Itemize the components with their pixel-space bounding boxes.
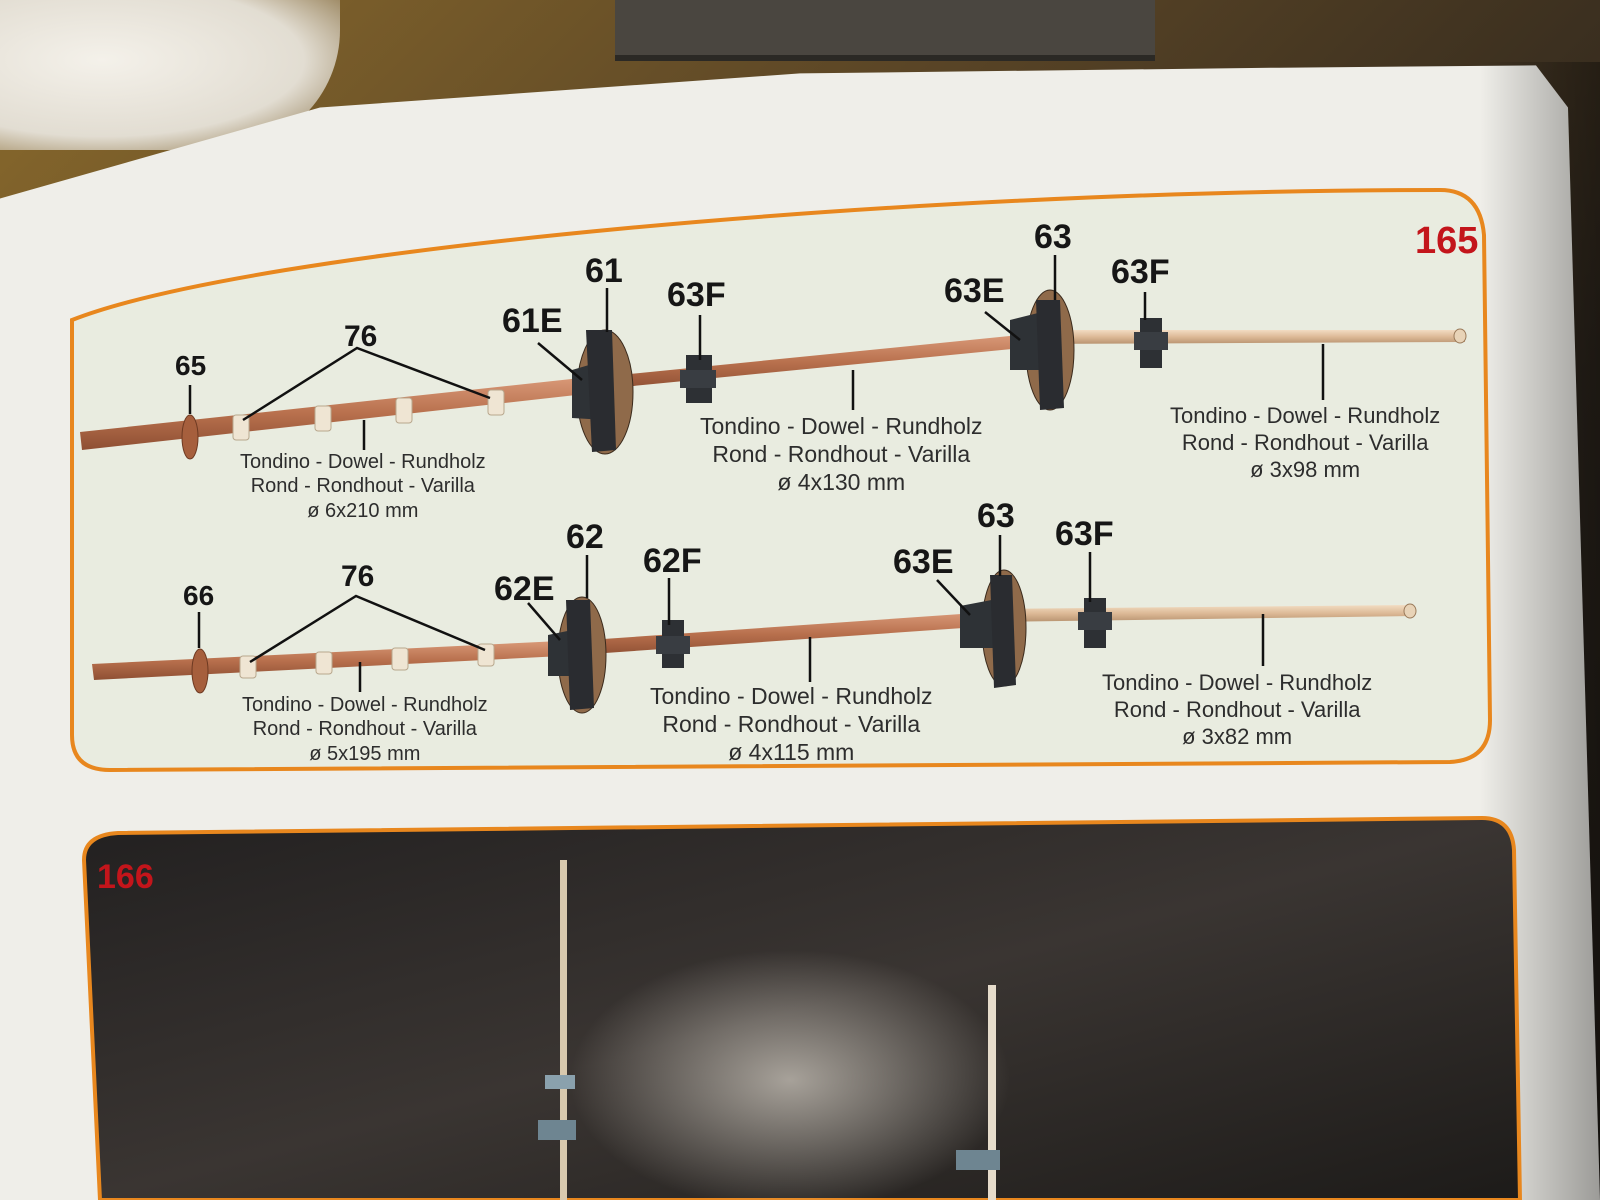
- caption-dowel-3x82: Tondino - Dowel - Rundholz Rond - Rondho…: [1102, 670, 1373, 749]
- label-63e: 63E: [944, 272, 1005, 310]
- background-device: [615, 0, 1155, 61]
- part-62-top: [548, 596, 607, 714]
- photo-glare: [570, 950, 1010, 1200]
- dowel-6x210: [80, 377, 594, 450]
- label-62: 62: [566, 518, 604, 556]
- band-76: [391, 647, 409, 671]
- part-63f-cap: [1134, 318, 1168, 368]
- photo-mast-left: [538, 860, 576, 1200]
- part-62f-cap: [656, 620, 690, 668]
- label-76: 76: [341, 560, 375, 593]
- label-76: 76: [344, 320, 378, 353]
- part-63f-cap: [680, 355, 716, 403]
- label-63: 63: [977, 497, 1015, 535]
- label-61e: 61E: [502, 302, 563, 340]
- photo-mast-right: [956, 985, 1000, 1200]
- band-76: [232, 414, 250, 441]
- step-number-165: 165: [1415, 220, 1479, 262]
- caption-dowel-6x210: Tondino - Dowel - Rundholz Rond - Rondho…: [240, 451, 486, 522]
- band-76: [314, 405, 332, 432]
- mast-1: [80, 255, 1467, 460]
- mast-2: [92, 535, 1417, 714]
- caption-dowel-5x195: Tondino - Dowel - Rundholz Rond - Rondho…: [242, 694, 488, 765]
- label-63e: 63E: [893, 543, 954, 581]
- caption-dowel-3x98: Tondino - Dowel - Rundholz Rond - Rondho…: [1170, 403, 1441, 482]
- part-65-collar: [181, 414, 199, 460]
- label-62f: 62F: [643, 542, 702, 580]
- dowel-3x98: [1020, 330, 1465, 344]
- band-76: [395, 397, 413, 424]
- label-61: 61: [585, 252, 623, 290]
- part-61-top: [572, 329, 634, 455]
- label-63f-b: 63F: [1111, 253, 1170, 291]
- label-63f: 63F: [1055, 515, 1114, 553]
- part-63f-cap: [1078, 598, 1112, 648]
- label-62e: 62E: [494, 570, 555, 608]
- part-66-collar: [191, 648, 209, 694]
- step-number-166: 166: [97, 858, 154, 896]
- label-63: 63: [1034, 218, 1072, 256]
- label-65: 65: [175, 350, 207, 381]
- part-63-top: [960, 569, 1027, 688]
- band-76: [487, 389, 505, 416]
- caption-dowel-4x115: Tondino - Dowel - Rundholz Rond - Rondho…: [650, 683, 933, 766]
- caption-dowel-4x130: Tondino - Dowel - Rundholz Rond - Rondho…: [700, 413, 983, 496]
- label-66: 66: [183, 580, 215, 611]
- band-76: [315, 651, 333, 675]
- label-63f-a: 63F: [667, 276, 726, 314]
- part-63-top: [1010, 289, 1075, 411]
